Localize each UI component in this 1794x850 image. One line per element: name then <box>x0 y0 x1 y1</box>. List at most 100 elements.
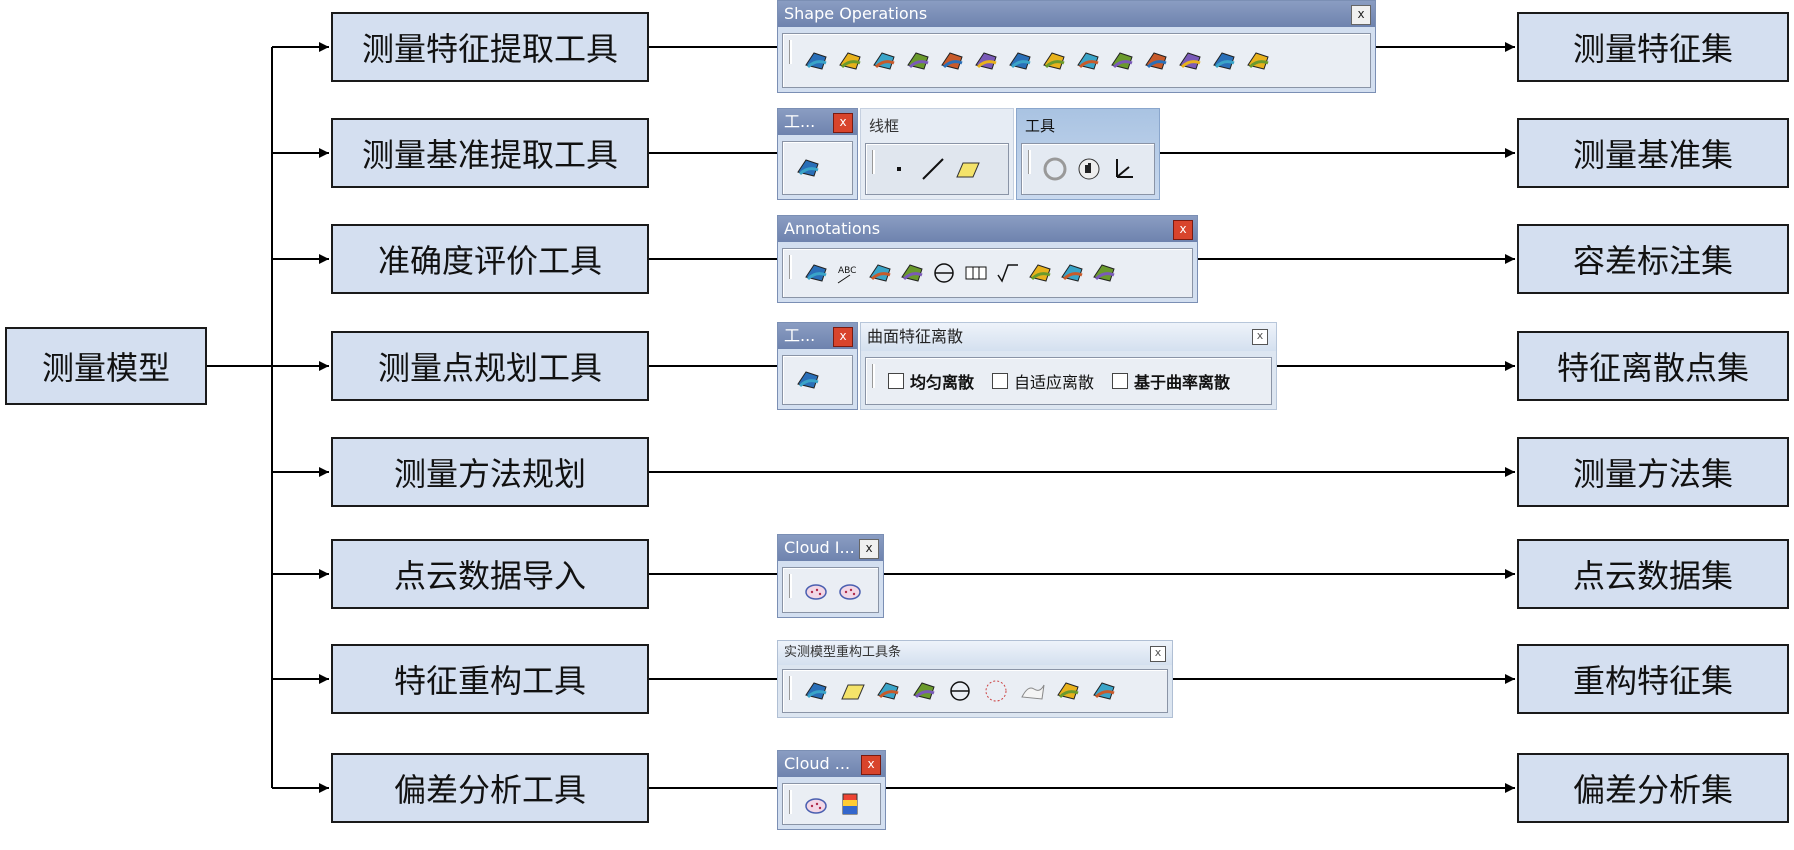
datum-icon[interactable] <box>897 258 927 288</box>
toolbar-grip[interactable] <box>872 150 875 174</box>
sweep-icon[interactable] <box>1107 46 1137 76</box>
flag-icon[interactable] <box>865 258 895 288</box>
reconstruction-toolbar[interactable]: 实测模型重构工具条 x <box>777 640 1173 718</box>
surface-discretize-toolbar[interactable]: 曲面特征离散 x 均匀离散自适应离散基于曲率离散 <box>860 322 1277 410</box>
output-node: 测量特征集 <box>1517 12 1789 82</box>
sphere-fit-icon[interactable] <box>873 676 903 706</box>
point-icon[interactable] <box>884 154 914 184</box>
line-icon[interactable] <box>918 154 948 184</box>
plane-icon[interactable] <box>952 154 982 184</box>
wireframe-toolbar[interactable]: 线框 <box>860 108 1014 200</box>
tool-node: 测量基准提取工具 <box>331 118 649 188</box>
checkbox[interactable] <box>888 373 904 389</box>
datum-small-toolbar[interactable]: 工... x <box>777 108 858 200</box>
toolbar-title: Cloud ... x <box>778 751 885 777</box>
close-button[interactable]: x <box>833 327 853 347</box>
split-icon[interactable] <box>903 46 933 76</box>
cylinder-fit-icon[interactable] <box>945 676 975 706</box>
close-button[interactable]: x <box>833 113 853 133</box>
text-icon[interactable]: ABC <box>833 258 863 288</box>
plane-fit-icon[interactable] <box>837 676 867 706</box>
dimension-icon[interactable] <box>1057 258 1087 288</box>
cloud-import-icon[interactable] <box>801 575 831 605</box>
distance-icon[interactable] <box>1025 258 1055 288</box>
close-button[interactable]: x <box>1150 646 1166 662</box>
toolbar-grip[interactable] <box>789 574 792 598</box>
close-button[interactable]: x <box>859 539 879 559</box>
cloud-export-icon[interactable] <box>835 575 865 605</box>
cloud-import-toolbar[interactable]: Cloud I... x <box>777 534 884 618</box>
project-icon[interactable] <box>1053 676 1083 706</box>
datum-tool-icon[interactable] <box>793 153 823 183</box>
toolbar-body <box>1021 143 1155 195</box>
circle-icon[interactable] <box>981 676 1011 706</box>
variable-fillet-icon[interactable] <box>1005 46 1035 76</box>
join-surface-icon[interactable] <box>801 46 831 76</box>
cylinder-icon[interactable] <box>929 258 959 288</box>
discretize-option[interactable]: 基于曲率离散 <box>1112 369 1230 393</box>
option-label: 基于曲率离散 <box>1134 373 1231 392</box>
checkbox[interactable] <box>1112 373 1129 389</box>
close-button[interactable]: x <box>1351 5 1371 25</box>
blend-icon[interactable] <box>1141 46 1171 76</box>
toolbar-grip[interactable] <box>1028 150 1031 174</box>
toolbar-grip[interactable] <box>789 255 792 279</box>
discretize-option[interactable]: 均匀离散 <box>888 369 974 393</box>
toolbar-grip[interactable] <box>789 676 792 700</box>
tool-node: 测量方法规划 <box>331 437 649 507</box>
trim-icon[interactable] <box>937 46 967 76</box>
color-map-icon[interactable] <box>835 789 865 819</box>
arrow-icon[interactable] <box>1089 676 1119 706</box>
tool-node: 点云数据导入 <box>331 539 649 609</box>
connect-icon[interactable] <box>869 46 899 76</box>
cloud-deviation-toolbar[interactable]: Cloud ... x <box>777 750 886 830</box>
shell-icon[interactable] <box>835 46 865 76</box>
surface-fit-icon[interactable] <box>909 676 939 706</box>
annotations-toolbar[interactable]: Annotations x ABC <box>777 215 1198 303</box>
solid-icon[interactable] <box>801 676 831 706</box>
toolbar-title: 实测模型重构工具条 x <box>778 641 1172 665</box>
layer-icon[interactable] <box>1243 46 1273 76</box>
deviation-icon[interactable] <box>801 789 831 819</box>
toolbar-title: 工... x <box>778 323 857 349</box>
freeform-icon[interactable] <box>1017 676 1047 706</box>
translate-icon[interactable] <box>1209 46 1239 76</box>
hand-icon[interactable] <box>1074 154 1104 184</box>
output-node: 重构特征集 <box>1517 644 1789 714</box>
toolbar-grip[interactable] <box>789 790 792 814</box>
output-node: 特征离散点集 <box>1517 331 1789 401</box>
icon-row: ABC <box>801 249 1119 297</box>
toolbar-grip[interactable] <box>789 40 792 64</box>
update-icon[interactable] <box>1040 154 1070 184</box>
toolbar-body: ABC <box>782 248 1193 298</box>
fillet-icon[interactable] <box>971 46 1001 76</box>
tools-toolbar[interactable]: 工具 <box>1016 108 1160 200</box>
toolbar-title: Cloud I... x <box>778 535 883 561</box>
close-button[interactable]: x <box>1173 220 1193 240</box>
extrapolate-icon[interactable] <box>1175 46 1205 76</box>
output-node: 点云数据集 <box>1517 539 1789 609</box>
tool-node: 准确度评价工具 <box>331 224 649 294</box>
axis-icon[interactable] <box>1108 154 1138 184</box>
wireframe-label: 线框 <box>869 117 900 135</box>
close-button[interactable]: x <box>861 755 881 775</box>
discretize-tool-icon[interactable] <box>793 365 823 395</box>
camera-icon[interactable] <box>1089 258 1119 288</box>
pattern-icon[interactable] <box>1073 46 1103 76</box>
root-node: 测量模型 <box>5 327 207 405</box>
discretize-option[interactable]: 自适应离散 <box>992 369 1094 393</box>
datum-target-icon[interactable] <box>801 258 831 288</box>
frame-icon[interactable] <box>961 258 991 288</box>
checkbox[interactable] <box>992 373 1009 389</box>
discretize-small-toolbar[interactable]: 工... x <box>777 322 858 410</box>
toolbar-body <box>782 669 1168 713</box>
toolbar-title: 工... x <box>778 109 857 135</box>
close-button[interactable]: x <box>1252 329 1268 345</box>
shape-operations-toolbar[interactable]: Shape Operations x <box>777 0 1376 93</box>
icon-row <box>801 670 1119 712</box>
chamfer-icon[interactable] <box>1039 46 1069 76</box>
roughness-icon[interactable] <box>993 258 1023 288</box>
toolbar-grip[interactable] <box>872 364 875 388</box>
output-node: 容差标注集 <box>1517 224 1789 294</box>
